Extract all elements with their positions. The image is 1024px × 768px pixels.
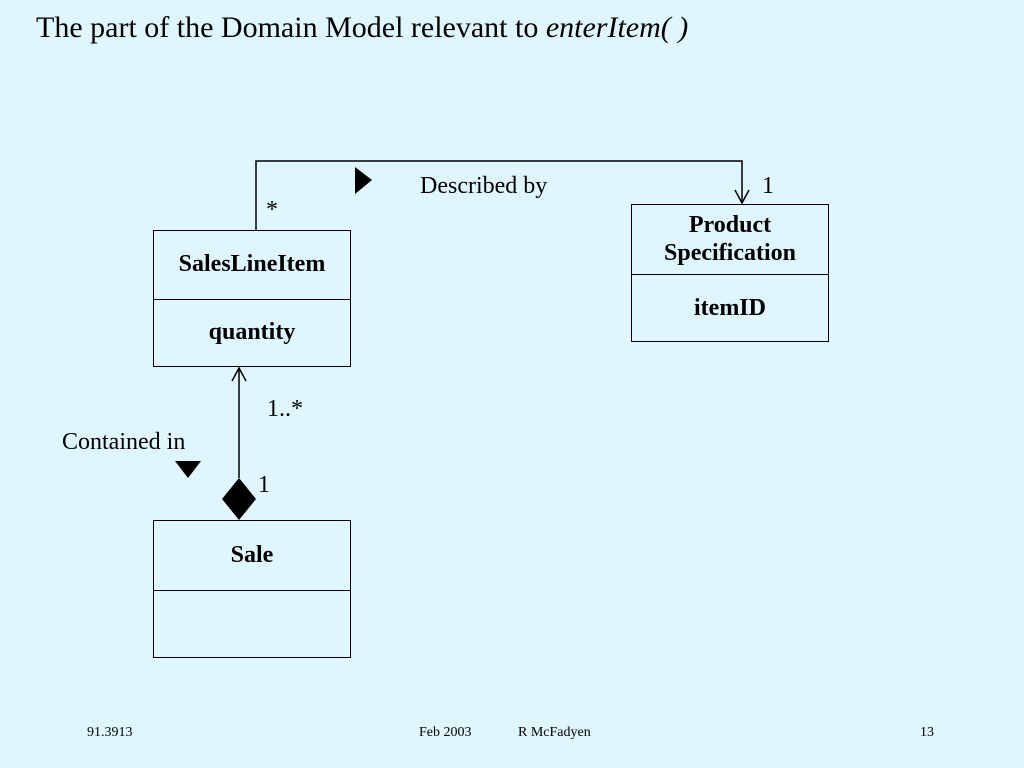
footer-course: 91.3913: [87, 725, 133, 740]
product-specification-name-compartment: Product Specification: [632, 205, 828, 274]
sale-attributes-compartment: [154, 590, 350, 657]
sale-name: Sale: [230, 541, 274, 568]
product-specification-attribute-item-id: itemID: [694, 295, 766, 321]
slide-title-emphasis: enterItem( ): [545, 11, 689, 44]
footer-author: R McFadyen: [518, 725, 591, 740]
contained-in-whole-multiplicity: 1: [258, 472, 270, 498]
described-by-direction-triangle: [355, 167, 372, 194]
footer-date: Feb 2003: [419, 725, 472, 740]
product-specification-name-line1: Product: [688, 211, 772, 238]
contained-in-navigability-arrowhead: [231, 366, 247, 382]
product-specification-name-line2: Specification: [664, 239, 796, 266]
described-by-source-multiplicity: *: [266, 197, 278, 223]
sales-line-item-attributes-compartment: quantity: [154, 299, 350, 366]
footer-page-number: 13: [920, 725, 934, 740]
described-by-target-multiplicity: 1: [762, 173, 774, 199]
slide-title-prefix: The part of the Domain Model relevant to: [36, 11, 546, 44]
contained-in-part-multiplicity: 1..*: [267, 396, 303, 422]
described-by-label: Described by: [420, 173, 548, 199]
contained-in-direction-triangle: [175, 461, 201, 478]
product-specification-attributes-compartment: itemID: [632, 274, 828, 341]
class-sale[interactable]: Sale: [153, 520, 351, 658]
sale-name-compartment: Sale: [154, 521, 350, 590]
class-product-specification[interactable]: Product Specification itemID: [631, 204, 829, 342]
sales-line-item-name-compartment: SalesLineItem: [154, 231, 350, 299]
described-by-line: [255, 160, 743, 230]
sales-line-item-attribute-quantity: quantity: [208, 319, 296, 346]
contained-in-label: Contained in: [62, 429, 186, 455]
class-sales-line-item[interactable]: SalesLineItem quantity: [153, 230, 351, 367]
described-by-navigability-arrowhead: [734, 189, 750, 205]
slide-title: The part of the Domain Model relevant to…: [36, 8, 688, 48]
sales-line-item-name: SalesLineItem: [178, 251, 326, 278]
composition-diamond: [222, 478, 256, 520]
